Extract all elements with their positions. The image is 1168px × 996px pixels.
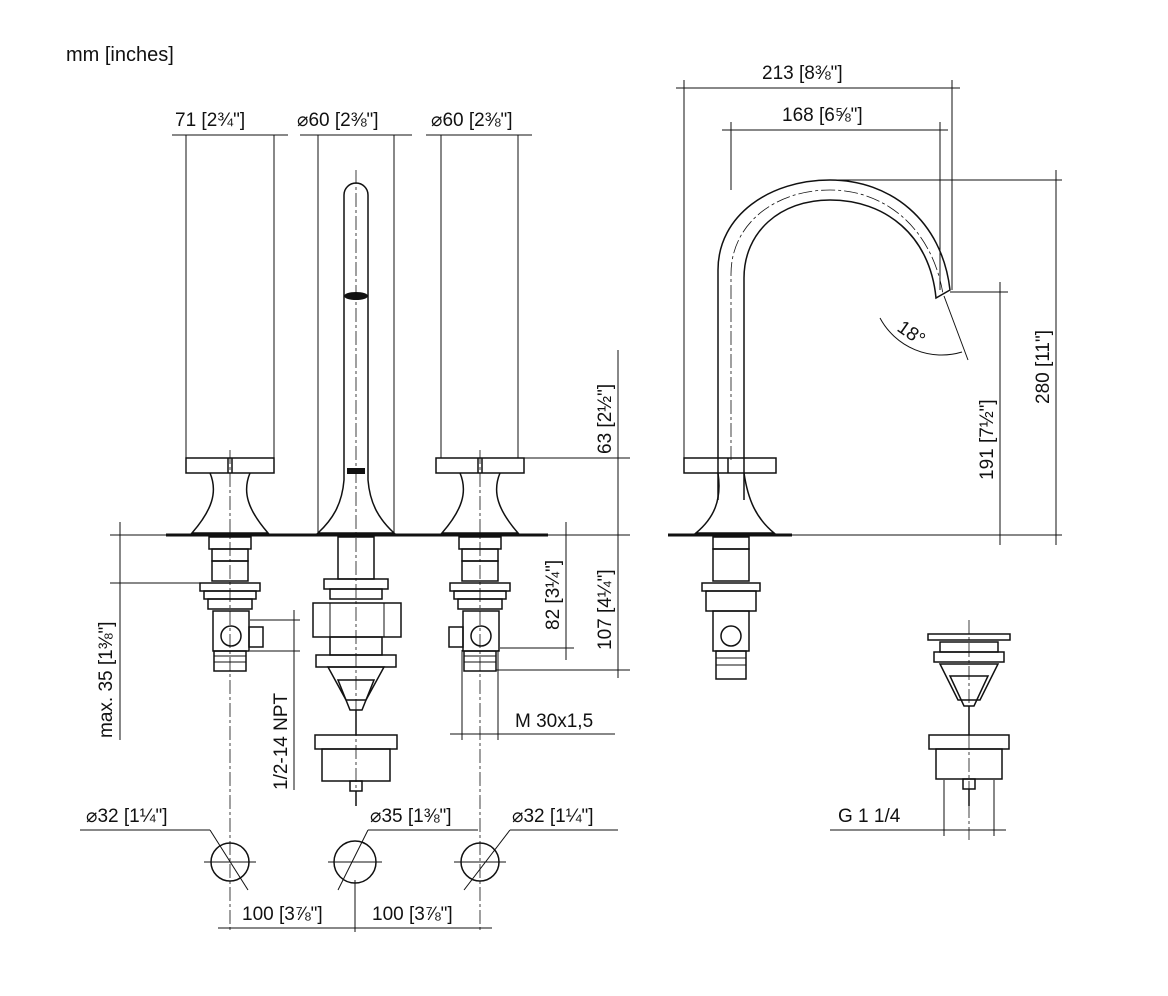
dim-outlet-angle: 18° [893, 317, 929, 351]
dim-overall-reach: 213 [8⅜"] [762, 63, 843, 84]
side-view: 213 [8⅜"] 168 [6⅝"] 280 [11"] 191 [7½"] … [668, 63, 1062, 680]
dim-max-deck-thickness: max. 35 [1⅜"] [96, 621, 117, 738]
spout-front [312, 135, 402, 806]
dim-spout-reach: 168 [6⅝"] [782, 105, 863, 126]
dim-total-height: 280 [11"] [1033, 330, 1054, 404]
dim-hole-center: ⌀35 [1⅜"] [370, 806, 452, 827]
dim-connection-thread: 1/2-14 NPT [271, 692, 292, 790]
dim-spout-base-diameter: ⌀60 [2⅜"] [297, 110, 379, 131]
drain-assembly: G 1 1/4 [830, 620, 1011, 840]
dim-handle-height: 71 [2¾"] [175, 110, 245, 131]
dim-spacing-right: 100 [3⅞"] [372, 904, 453, 925]
dim-spacing-left: 100 [3⅞"] [242, 904, 323, 925]
dim-hole-right: ⌀32 [1¼"] [512, 806, 594, 827]
front-view: 71 [2¾"] ⌀60 [2⅜"] ⌀60 [2⅜"] 63 [2½"] 82… [80, 110, 630, 932]
dim-valve-depth: 82 [3¼"] [543, 560, 564, 630]
dim-mount-thread: M 30x1,5 [515, 711, 593, 732]
dim-total-depth: 107 [4¼"] [595, 569, 616, 650]
dim-spout-outlet-height: 191 [7½"] [977, 399, 998, 480]
spout-gooseneck [717, 179, 951, 500]
units-label: mm [inches] [66, 44, 174, 66]
dim-handle-base-diameter: ⌀60 [2⅜"] [431, 110, 513, 131]
right-valve [448, 536, 511, 672]
dim-height-above-deck: 63 [2½"] [595, 384, 616, 454]
dim-hole-left: ⌀32 [1¼"] [86, 806, 168, 827]
dim-drain-thread: G 1 1/4 [838, 806, 901, 827]
